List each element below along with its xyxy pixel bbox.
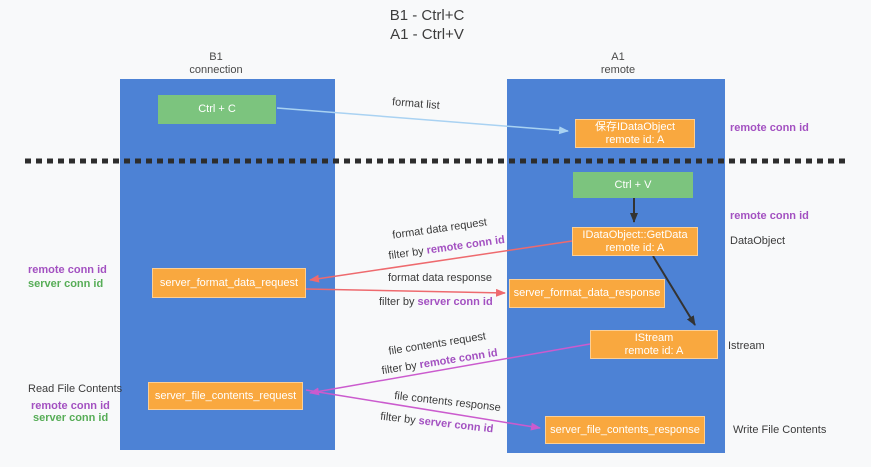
- filter-by-text: filter by: [379, 296, 415, 308]
- filter-key-server-conn-id: server conn id: [417, 296, 493, 308]
- arrow-format-data-response: [305, 288, 506, 297]
- annotation-server-conn-id-left-2: server conn id: [33, 412, 109, 424]
- node-server-format-data-response: server_format_data_response: [509, 279, 665, 308]
- annotation-remote-conn-id-left-2: remote conn id: [31, 400, 110, 412]
- lane-header-b1: B1 connection: [156, 51, 276, 77]
- label-file-contents-response: file contents response: [393, 389, 502, 415]
- annotation-write-file-contents: Write File Contents: [733, 424, 827, 436]
- annotation-dataobject: DataObject: [730, 235, 786, 247]
- label-format-data-response: format data response: [388, 272, 492, 284]
- node-ctrl-v: Ctrl + V: [573, 172, 693, 198]
- node-istream: IStream remote id: A: [590, 330, 718, 359]
- filter-by-text: filter by: [379, 410, 417, 427]
- annotation-remote-conn-id-left-1: remote conn id: [28, 264, 107, 276]
- title-line-1: B1 - Ctrl+C: [389, 7, 465, 24]
- node-istream-line1: IStream: [634, 331, 674, 344]
- annotation-server-conn-id-left-1: server conn id: [28, 278, 104, 290]
- node-server-file-contents-request: server_file_contents_request: [148, 382, 303, 410]
- filter-by-text: filter by: [380, 359, 418, 378]
- node-idataobject-getdata-line1: IDataObject::GetData: [582, 228, 688, 241]
- node-server-file-contents-response-label: server_file_contents_response: [550, 423, 700, 436]
- filter-key-remote-conn-id: remote conn id: [425, 233, 506, 257]
- node-ctrl-c-label: Ctrl + C: [198, 103, 236, 115]
- node-server-format-data-response-label: server_format_data_response: [513, 287, 661, 299]
- node-server-file-contents-response: server_file_contents_response: [545, 416, 705, 444]
- title-line-2: A1 - Ctrl+V: [390, 26, 464, 43]
- filter-key-server-conn-id: server conn id: [417, 414, 494, 436]
- lane-b1-title: B1: [209, 51, 223, 63]
- filter-by-text: filter by: [387, 245, 425, 263]
- lane-b1-subtitle: connection: [189, 64, 243, 76]
- node-ctrl-v-label: Ctrl + V: [614, 178, 652, 191]
- lane-a1-title: A1: [611, 51, 625, 63]
- annotation-remote-conn-id-top: remote conn id: [730, 122, 809, 134]
- node-save-idataobject-line2: remote id: A: [605, 133, 665, 146]
- node-save-idataobject-line1: 保存IDataObject: [594, 120, 676, 133]
- annotation-read-file-contents: Read File Contents: [28, 383, 123, 395]
- node-idataobject-getdata: IDataObject::GetData remote id: A: [572, 227, 698, 256]
- node-save-idataobject: 保存IDataObject remote id: A: [575, 119, 695, 148]
- lane-a1-subtitle: remote: [600, 64, 636, 76]
- annotation-istream: Istream: [728, 340, 765, 352]
- label-format-list: format list: [391, 96, 441, 112]
- node-server-format-data-request-label: server_format_data_request: [159, 276, 299, 289]
- diagram-title: B1 - Ctrl+C A1 - Ctrl+V: [347, 6, 507, 44]
- node-server-format-data-request: server_format_data_request: [152, 268, 306, 298]
- node-ctrl-c: Ctrl + C: [158, 95, 276, 124]
- node-idataobject-getdata-line2: remote id: A: [605, 241, 665, 254]
- node-istream-line2: remote id: A: [624, 344, 684, 357]
- lane-header-a1: A1 remote: [558, 51, 678, 77]
- annotation-remote-conn-id-mid: remote conn id: [730, 210, 809, 222]
- node-server-file-contents-request-label: server_file_contents_request: [154, 389, 297, 402]
